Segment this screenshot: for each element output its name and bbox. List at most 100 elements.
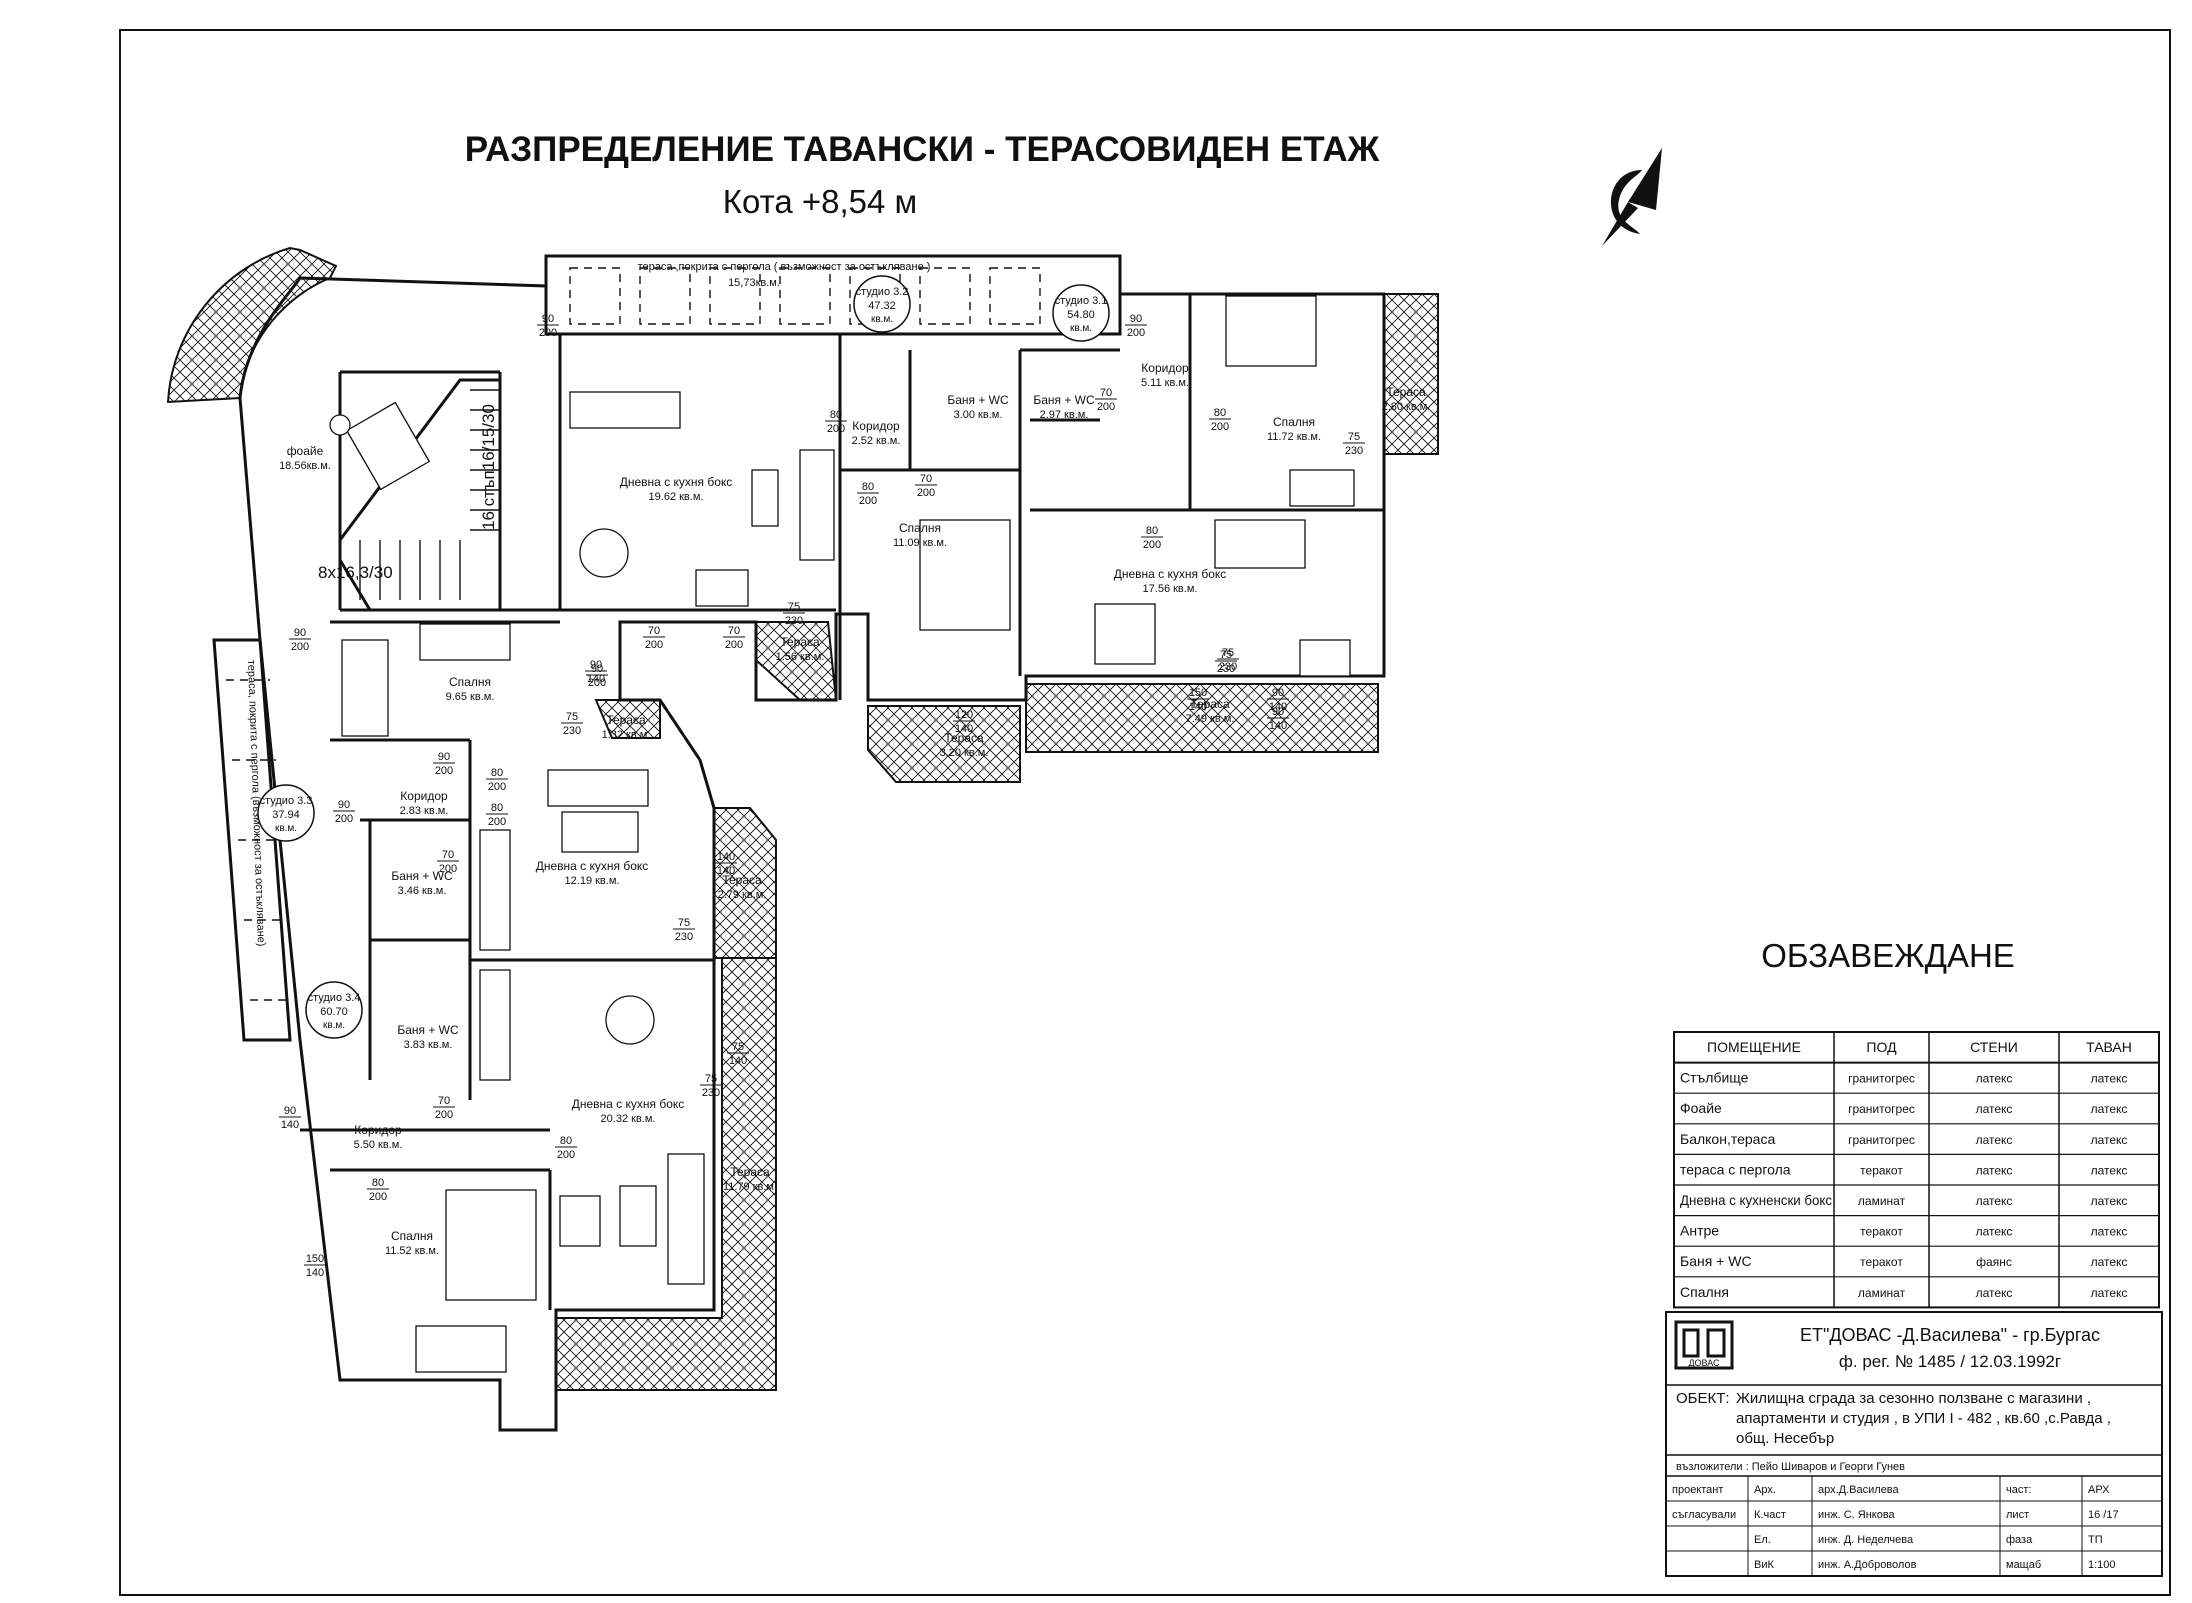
finishes-cell: Стълбище (1680, 1070, 1749, 1086)
room-name: Коридор (1141, 361, 1189, 375)
room-area: 12.19 кв.м. (565, 875, 620, 887)
room-name: Спалня (899, 521, 941, 535)
studio-name: студио 3.4 (308, 992, 361, 1004)
studio-area: 60.70 (320, 1006, 348, 1018)
door-height: 140 (1189, 701, 1207, 713)
studio-marker (305, 981, 363, 1039)
door-height: 140 (1269, 720, 1287, 732)
room-area: 5.50 кв.м. (354, 1139, 403, 1151)
door-height: 140 (1269, 701, 1287, 713)
signature-cell: фаза (2006, 1534, 2033, 1546)
door-width: 140 (717, 851, 735, 863)
door-width: 80 (372, 1177, 384, 1189)
room-name: Тераса (722, 873, 762, 887)
pergola-terrace-area: 15,73кв.м. (728, 277, 780, 289)
room-name: Коридор (400, 789, 448, 803)
room-area: 3.20 кв.м. (940, 747, 989, 759)
studio-marker (1052, 284, 1110, 342)
room-name: Баня + WC (391, 869, 453, 883)
door-height: 200 (488, 816, 506, 828)
door-width: 75 (1348, 431, 1360, 443)
finishes-cell: теракот (1860, 1255, 1903, 1269)
room-area: 7.49 кв.м. (1186, 713, 1235, 725)
room-name: Спалня (449, 675, 491, 689)
finishes-cell: латекс (1976, 1225, 2013, 1239)
door-height: 200 (725, 639, 743, 651)
door-height: 200 (291, 641, 309, 653)
signature-cell: Ел. (1754, 1534, 1771, 1546)
foyer-balcony (166, 246, 338, 404)
door-height: 230 (1217, 663, 1235, 675)
signature-cell: инж. С. Янкова (1818, 1509, 1896, 1521)
room-area: 18.56кв.м. (279, 460, 331, 472)
finishes-cell: теракот (1860, 1225, 1903, 1239)
finishes-cell: гранитогрес (1848, 1102, 1915, 1116)
room-area: 17.56 кв.м. (1143, 583, 1198, 595)
finishes-cell: теракот (1860, 1163, 1903, 1177)
stair-label-2: 8x16,3/30 (318, 563, 393, 582)
interior-walls (300, 294, 1384, 1310)
room-area: 3.46 кв.м. (398, 885, 447, 897)
pergola-terrace-label: тераса ,покрита с пергола ( възможност з… (638, 261, 931, 273)
room-name: Дневна с кухня бокс (1114, 567, 1227, 581)
signature-cell: ВиК (1754, 1559, 1774, 1571)
door-width: 90 (338, 799, 350, 811)
signature-cell: инж. А.Доброволов (1818, 1559, 1917, 1571)
room-area: 1.32 кв.м. (602, 729, 651, 741)
door-width: 90 (591, 663, 603, 675)
studio-marker (853, 275, 911, 333)
room-name: Тераса (780, 635, 820, 649)
door-width: 90 (284, 1105, 296, 1117)
door-width: 75 (678, 917, 690, 929)
door-height: 230 (1219, 661, 1237, 673)
door-width: 70 (648, 625, 660, 637)
studio-name: студио 3.2 (856, 286, 909, 298)
door-width: 150 (306, 1253, 324, 1265)
finishes-cell: гранитогрес (1848, 1133, 1915, 1147)
door-width: 70 (438, 1095, 450, 1107)
signature-cell: К.част (1754, 1509, 1786, 1521)
door-height: 230 (702, 1087, 720, 1099)
room-name: Дневна с кухня бокс (620, 475, 733, 489)
room-name: фоайе (287, 444, 324, 458)
room-area: 2.80 кв.м. (1382, 401, 1431, 413)
door-width: 75 (1222, 647, 1234, 659)
room-area: 19.62 кв.м. (649, 491, 704, 503)
room-area: 2.52 кв.м. (852, 435, 901, 447)
company-logo: ДОВАС (1674, 1320, 1734, 1370)
door-height: 200 (435, 1109, 453, 1121)
signature-cell: АРХ (2088, 1484, 2110, 1496)
door-width: 70 (442, 849, 454, 861)
room-name: Баня + WC (1033, 393, 1095, 407)
room-area: 3.00 кв.м. (954, 409, 1003, 421)
room-area: 2.83 кв.м. (400, 805, 449, 817)
door-height: 140 (281, 1119, 299, 1131)
terrace-320 (867, 705, 1021, 783)
door-width: 80 (491, 767, 503, 779)
door-height: 200 (369, 1191, 387, 1203)
finishes-cell: латекс (1976, 1286, 2013, 1300)
studio-area: 37.94 (272, 809, 300, 821)
door-height: 200 (827, 423, 845, 435)
finishes-cell: латекс (2091, 1133, 2128, 1147)
door-height: 200 (488, 781, 506, 793)
door-height: 200 (645, 639, 663, 651)
signature-cell: мащаб (2006, 1559, 2041, 1571)
finishes-cell: Дневна с кухненски бокс (1680, 1192, 1832, 1208)
room-area: 3.83 кв.м. (404, 1039, 453, 1051)
door-height: 230 (785, 615, 803, 627)
room-name: Тераса (1190, 697, 1230, 711)
door-width: 90 (590, 659, 602, 671)
door-width: 150 (1189, 687, 1207, 699)
floor-plan (166, 246, 1439, 1432)
door-height: 140 (587, 673, 605, 685)
company-name: ЕТ"ДОВАС -Д.Василева" - гр.Бургас (1800, 1325, 2100, 1345)
door-height: 200 (435, 765, 453, 777)
room-area: 11.72 кв.м. (1267, 431, 1321, 443)
door-width: 75 (566, 711, 578, 723)
door-width: 90 (1272, 706, 1284, 718)
object-line-1: Жилищна сграда за сезонно ползване с маг… (1736, 1390, 2091, 1407)
door-width: 90 (438, 751, 450, 763)
